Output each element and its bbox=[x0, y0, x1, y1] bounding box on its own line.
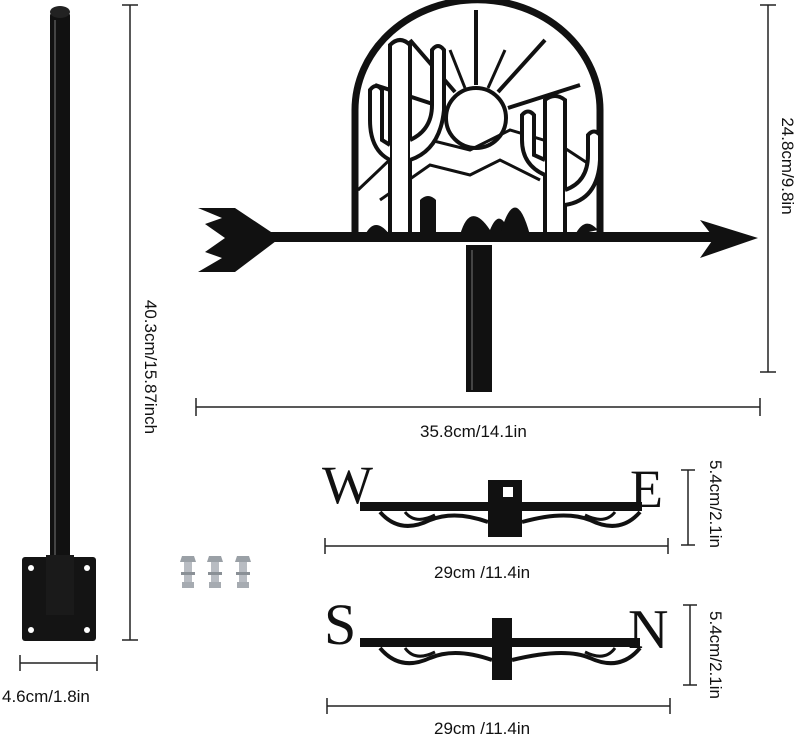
sn-bar-height-label: 5.4cm/2.1in bbox=[706, 611, 725, 699]
arrow-tail bbox=[198, 208, 280, 272]
we-bar-width-label: 29cm /11.4in bbox=[434, 563, 531, 582]
arrow-head bbox=[700, 220, 758, 258]
sn-direction-bar bbox=[360, 618, 642, 680]
compass-letter-south: S bbox=[324, 592, 357, 657]
compass-letter-east: E bbox=[630, 459, 663, 519]
weather-vane bbox=[198, 0, 758, 392]
we-direction-bar bbox=[360, 480, 642, 537]
bolts bbox=[180, 556, 251, 588]
pole-cap bbox=[50, 6, 70, 18]
vane-width-label: 35.8cm/14.1in bbox=[420, 422, 527, 441]
pole-height-label: 40.3cm/15.87inch bbox=[141, 299, 160, 435]
pole-shaft bbox=[50, 10, 70, 610]
vane-height-label: 24.8cm/9.8in bbox=[778, 117, 797, 215]
we-bar-height-label: 5.4cm/2.1in bbox=[706, 460, 725, 548]
cactus-sunset-panel bbox=[351, 0, 604, 240]
compass-letter-west: W bbox=[322, 455, 373, 515]
plate-width-label: 4.6cm/1.8in bbox=[2, 687, 90, 706]
compass-letter-north: N bbox=[628, 599, 669, 661]
vane-mount-tube bbox=[466, 245, 492, 392]
sn-bar-width-label: 29cm /11.4in bbox=[434, 719, 531, 738]
